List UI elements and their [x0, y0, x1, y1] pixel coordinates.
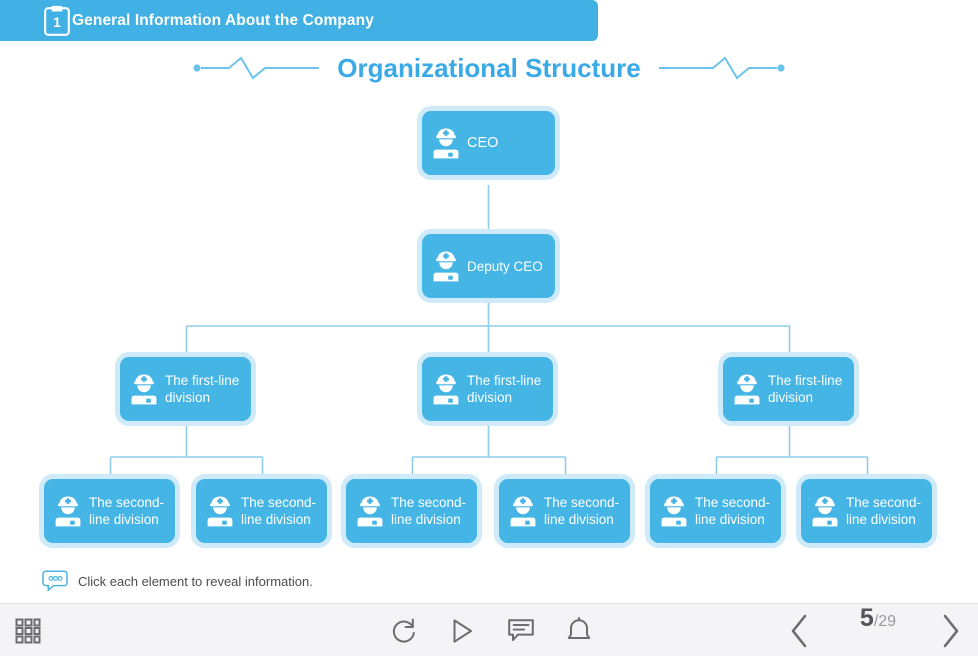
org-node-first-line-2[interactable]: The first-line division — [417, 352, 558, 426]
replay-button[interactable] — [378, 604, 430, 656]
org-node-label: The second-line division — [544, 495, 620, 527]
prev-slide-button[interactable] — [775, 604, 825, 656]
person-officer-cap-icon — [812, 496, 838, 527]
notes-button[interactable] — [495, 604, 547, 656]
person-officer-cap-icon — [433, 128, 459, 159]
play-triangle-icon — [453, 618, 472, 643]
hint-row: Click each element to reveal information… — [42, 570, 313, 592]
chevron-right-icon — [943, 614, 959, 647]
clipboard-icon: 1 — [44, 5, 70, 36]
grid-3x3-icon — [15, 618, 41, 643]
person-officer-cap-icon — [433, 374, 459, 405]
header-badge-number: 1 — [53, 14, 61, 30]
org-node-first-line-3[interactable]: The first-line division — [718, 352, 859, 426]
chevron-left-icon — [791, 614, 807, 647]
org-node-deputy-ceo[interactable]: Deputy CEO — [417, 229, 560, 303]
title-ornament-left-icon — [193, 56, 320, 80]
org-node-label: The first-line division — [467, 373, 542, 405]
person-officer-cap-icon — [357, 496, 383, 527]
speech-bubble-icon — [508, 618, 534, 641]
org-node-label: The second-line division — [241, 495, 317, 527]
person-officer-cap-icon — [207, 496, 233, 527]
org-node-second-line-1[interactable]: The second-line division — [39, 474, 180, 548]
play-button[interactable] — [436, 604, 488, 656]
replay-circular-arrow-icon — [392, 618, 415, 642]
org-node-second-line-5[interactable]: The second-line division — [645, 474, 786, 548]
slides-grid-button[interactable] — [8, 604, 48, 656]
page-total: /29 — [873, 613, 897, 630]
hint-text: Click each element to reveal information… — [78, 573, 313, 589]
person-officer-cap-icon — [55, 496, 81, 527]
notifications-button[interactable] — [553, 604, 605, 656]
next-slide-button[interactable] — [925, 604, 975, 656]
org-node-second-line-6[interactable]: The second-line division — [796, 474, 937, 548]
speech-bubble-dots-icon — [42, 570, 68, 592]
person-officer-cap-icon — [661, 496, 687, 527]
org-node-second-line-3[interactable]: The second-line division — [341, 474, 482, 548]
page-indicator: 5 /29 — [840, 604, 916, 656]
page-title: Organizational Structure — [337, 52, 641, 83]
bell-icon — [567, 616, 591, 639]
org-node-second-line-4[interactable]: The second-line division — [494, 474, 635, 548]
org-node-second-line-2[interactable]: The second-line division — [191, 474, 332, 548]
player-toolbar: 5 /29 — [0, 603, 978, 656]
org-node-label: The second-line division — [391, 495, 467, 527]
org-node-label: The second-line division — [89, 495, 165, 527]
org-node-ceo[interactable]: CEO — [417, 106, 560, 180]
person-officer-cap-icon — [734, 374, 760, 405]
title-ornament-right-icon — [658, 56, 785, 80]
org-node-label: The first-line division — [768, 373, 843, 405]
person-officer-cap-icon — [510, 496, 536, 527]
person-officer-cap-icon — [131, 374, 157, 405]
org-node-first-line-1[interactable]: The first-line division — [115, 352, 256, 426]
org-node-label: CEO — [467, 134, 499, 151]
org-node-label: Deputy CEO — [467, 258, 543, 274]
page-current: 5 — [859, 604, 874, 632]
org-node-label: The second-line division — [695, 495, 771, 527]
org-node-label: The second-line division — [846, 495, 922, 527]
header-title: General Information About the Company — [72, 11, 374, 29]
slide-title-row: Organizational Structure — [0, 47, 978, 89]
slide-header-bar: 1 General Information About the Company — [0, 0, 598, 41]
org-node-label: The first-line division — [165, 373, 240, 405]
person-officer-cap-icon — [433, 251, 459, 282]
